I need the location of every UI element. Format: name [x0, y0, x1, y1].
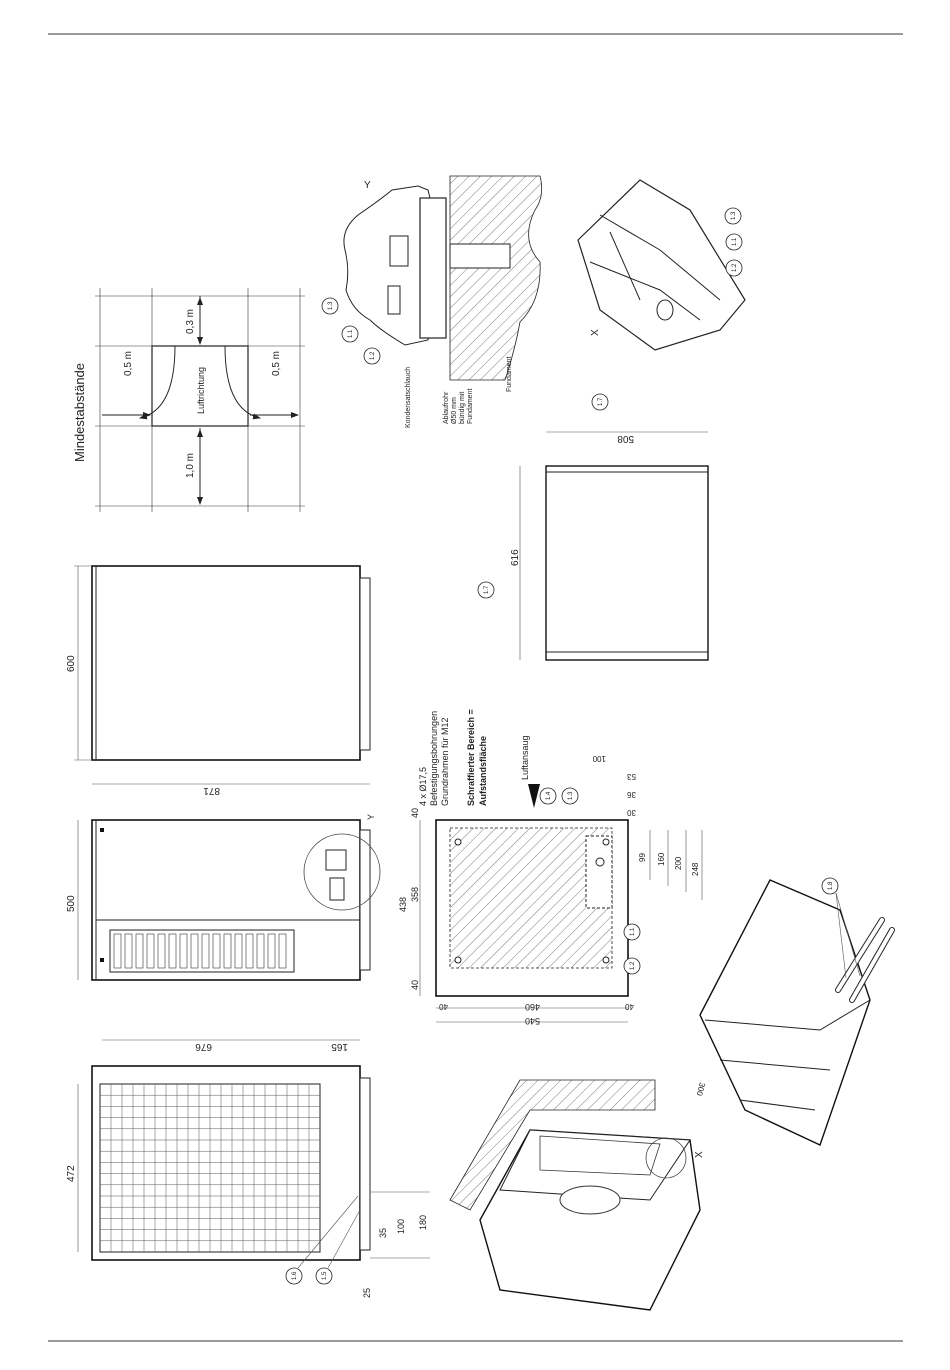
balloon-1-2-y: 1.2 [370, 351, 376, 360]
drain-pipe-foundation: Fundament [467, 389, 474, 424]
holes-desc-1: Befestigungsbohrungen [429, 711, 439, 806]
grille-slot [278, 933, 287, 969]
dim-25: 25 [362, 1288, 372, 1298]
dim-300: 300 [694, 1081, 706, 1097]
hatched-area-1: Schraffierter Bereich = [466, 709, 476, 806]
clearance-front: 1,0 m [185, 453, 196, 478]
balloon-1-7-a: 1.7 [484, 585, 490, 594]
hatched-area-2: Aufstandsfläche [478, 736, 488, 806]
clearance-right: 0,5 m [271, 351, 282, 376]
grille-slot [267, 933, 276, 969]
dim-460: 460 [525, 1002, 540, 1012]
dim-160: 160 [657, 852, 666, 866]
dim-30: 30 [627, 808, 636, 817]
clearance-back: 0,3 m [185, 309, 196, 334]
section-y: Y Kondensatschlauch Ablaufrohr Ø50 mm bü… [321, 175, 543, 428]
grille-slot [201, 933, 210, 969]
grille-slot [124, 933, 133, 969]
dim-600: 600 [66, 655, 77, 672]
dim-248: 248 [691, 862, 700, 876]
dim-35: 35 [378, 1228, 388, 1238]
balloon-1-2-x: 1.2 [732, 263, 738, 272]
side-mesh [100, 1084, 320, 1252]
dim-100-side: 100 [396, 1219, 406, 1234]
side-view: 676 165 472 180 100 35 25 1.6 1.5 [66, 1039, 430, 1298]
grille-slot [190, 933, 199, 969]
grille-slot [179, 933, 188, 969]
dim-676: 676 [195, 1041, 212, 1052]
front-grille [113, 933, 287, 969]
dim-99: 99 [638, 853, 647, 862]
condensate-hose-label: Kondensatschlauch [405, 367, 412, 428]
clearance-title: Mindestabstände [72, 363, 87, 462]
bottom-rule [48, 1340, 903, 1342]
balloon-1-8: 1.8 [828, 881, 834, 890]
clearance-left: 0,5 m [123, 351, 134, 376]
section-y-label: Y [364, 180, 371, 191]
detail-pipe-connection: 1.8 [699, 877, 895, 1146]
holes-desc-2: Grundrahmen für M12 [440, 717, 450, 806]
unit-isometric: X 300 [449, 1079, 707, 1311]
air-intake-label: Luftansaug [520, 735, 530, 780]
dim-40-b: 40 [410, 980, 420, 990]
front-view: 500 Y [66, 814, 381, 981]
dim-40-d: 40 [625, 1002, 634, 1011]
dim-540: 540 [525, 1016, 540, 1026]
grille-slot [113, 933, 122, 969]
grille-slot [234, 933, 243, 969]
dim-40-a: 40 [410, 808, 420, 818]
section-y-marker: Y [366, 814, 376, 820]
dim-508: 508 [617, 433, 634, 444]
drain-pipe-flush: bündig mit [459, 392, 466, 424]
foundation-label: Fundament [506, 357, 513, 392]
drain-pipe-diameter: Ø50 mm [451, 397, 458, 424]
grille-slot [157, 933, 166, 969]
detail-x-label-iso: X [694, 1151, 705, 1158]
balloon-1-6: 1.6 [292, 1271, 298, 1280]
balloon-1-2-f: 1.2 [630, 961, 636, 970]
balloon-1-1-f: 1.1 [630, 927, 636, 936]
balloon-1-3-y: 1.3 [328, 301, 334, 310]
dim-100: 100 [592, 754, 606, 763]
air-direction-label: Luftrichtung [196, 367, 206, 414]
grille-slot [135, 933, 144, 969]
balloon-1-3-f: 1.3 [568, 791, 574, 800]
dim-180: 180 [418, 1215, 428, 1230]
top-view: 600 871 [66, 565, 371, 796]
balloon-1-5: 1.5 [322, 1271, 328, 1280]
package-box: 616 508 1.7 1.7 [477, 393, 709, 661]
balloon-1-1-x: 1.1 [732, 237, 738, 246]
dim-200: 200 [674, 856, 683, 870]
grille-slot [256, 933, 265, 969]
balloon-1-7-b: 1.7 [598, 397, 604, 406]
dim-165: 165 [331, 1041, 348, 1052]
balloon-1-3-x: 1.3 [731, 211, 737, 220]
dim-358: 358 [410, 887, 420, 902]
drain-pipe-label: Ablaufrohr [443, 391, 450, 424]
dim-438: 438 [398, 897, 408, 912]
dim-40-c: 40 [439, 1002, 448, 1011]
clearance-diagram: Mindestabstände 0,5 m 0,5 m 0,3 m 1,0 m … [72, 288, 305, 512]
detail-x-label-top: X [590, 329, 601, 336]
dim-53: 53 [627, 772, 636, 781]
dim-36: 36 [627, 790, 636, 799]
detail-x-top: 1.3 1.1 1.2 X [577, 179, 746, 351]
grille-slot [245, 933, 254, 969]
foundation-plan: 40 438 358 40 460 540 40 40 99 160 200 2… [398, 709, 703, 1026]
dim-500: 500 [66, 895, 77, 912]
dim-472: 472 [66, 1165, 77, 1182]
grille-slot [223, 933, 232, 969]
dim-871: 871 [203, 785, 220, 796]
grille-slot [212, 933, 221, 969]
top-rule [48, 33, 903, 35]
balloon-1-1-y: 1.1 [348, 329, 354, 338]
dim-616: 616 [510, 549, 521, 566]
grille-slot [168, 933, 177, 969]
balloon-1-4: 1.4 [546, 791, 552, 800]
grille-slot [146, 933, 155, 969]
holes-count: 4 x Ø17,5 [418, 767, 428, 806]
